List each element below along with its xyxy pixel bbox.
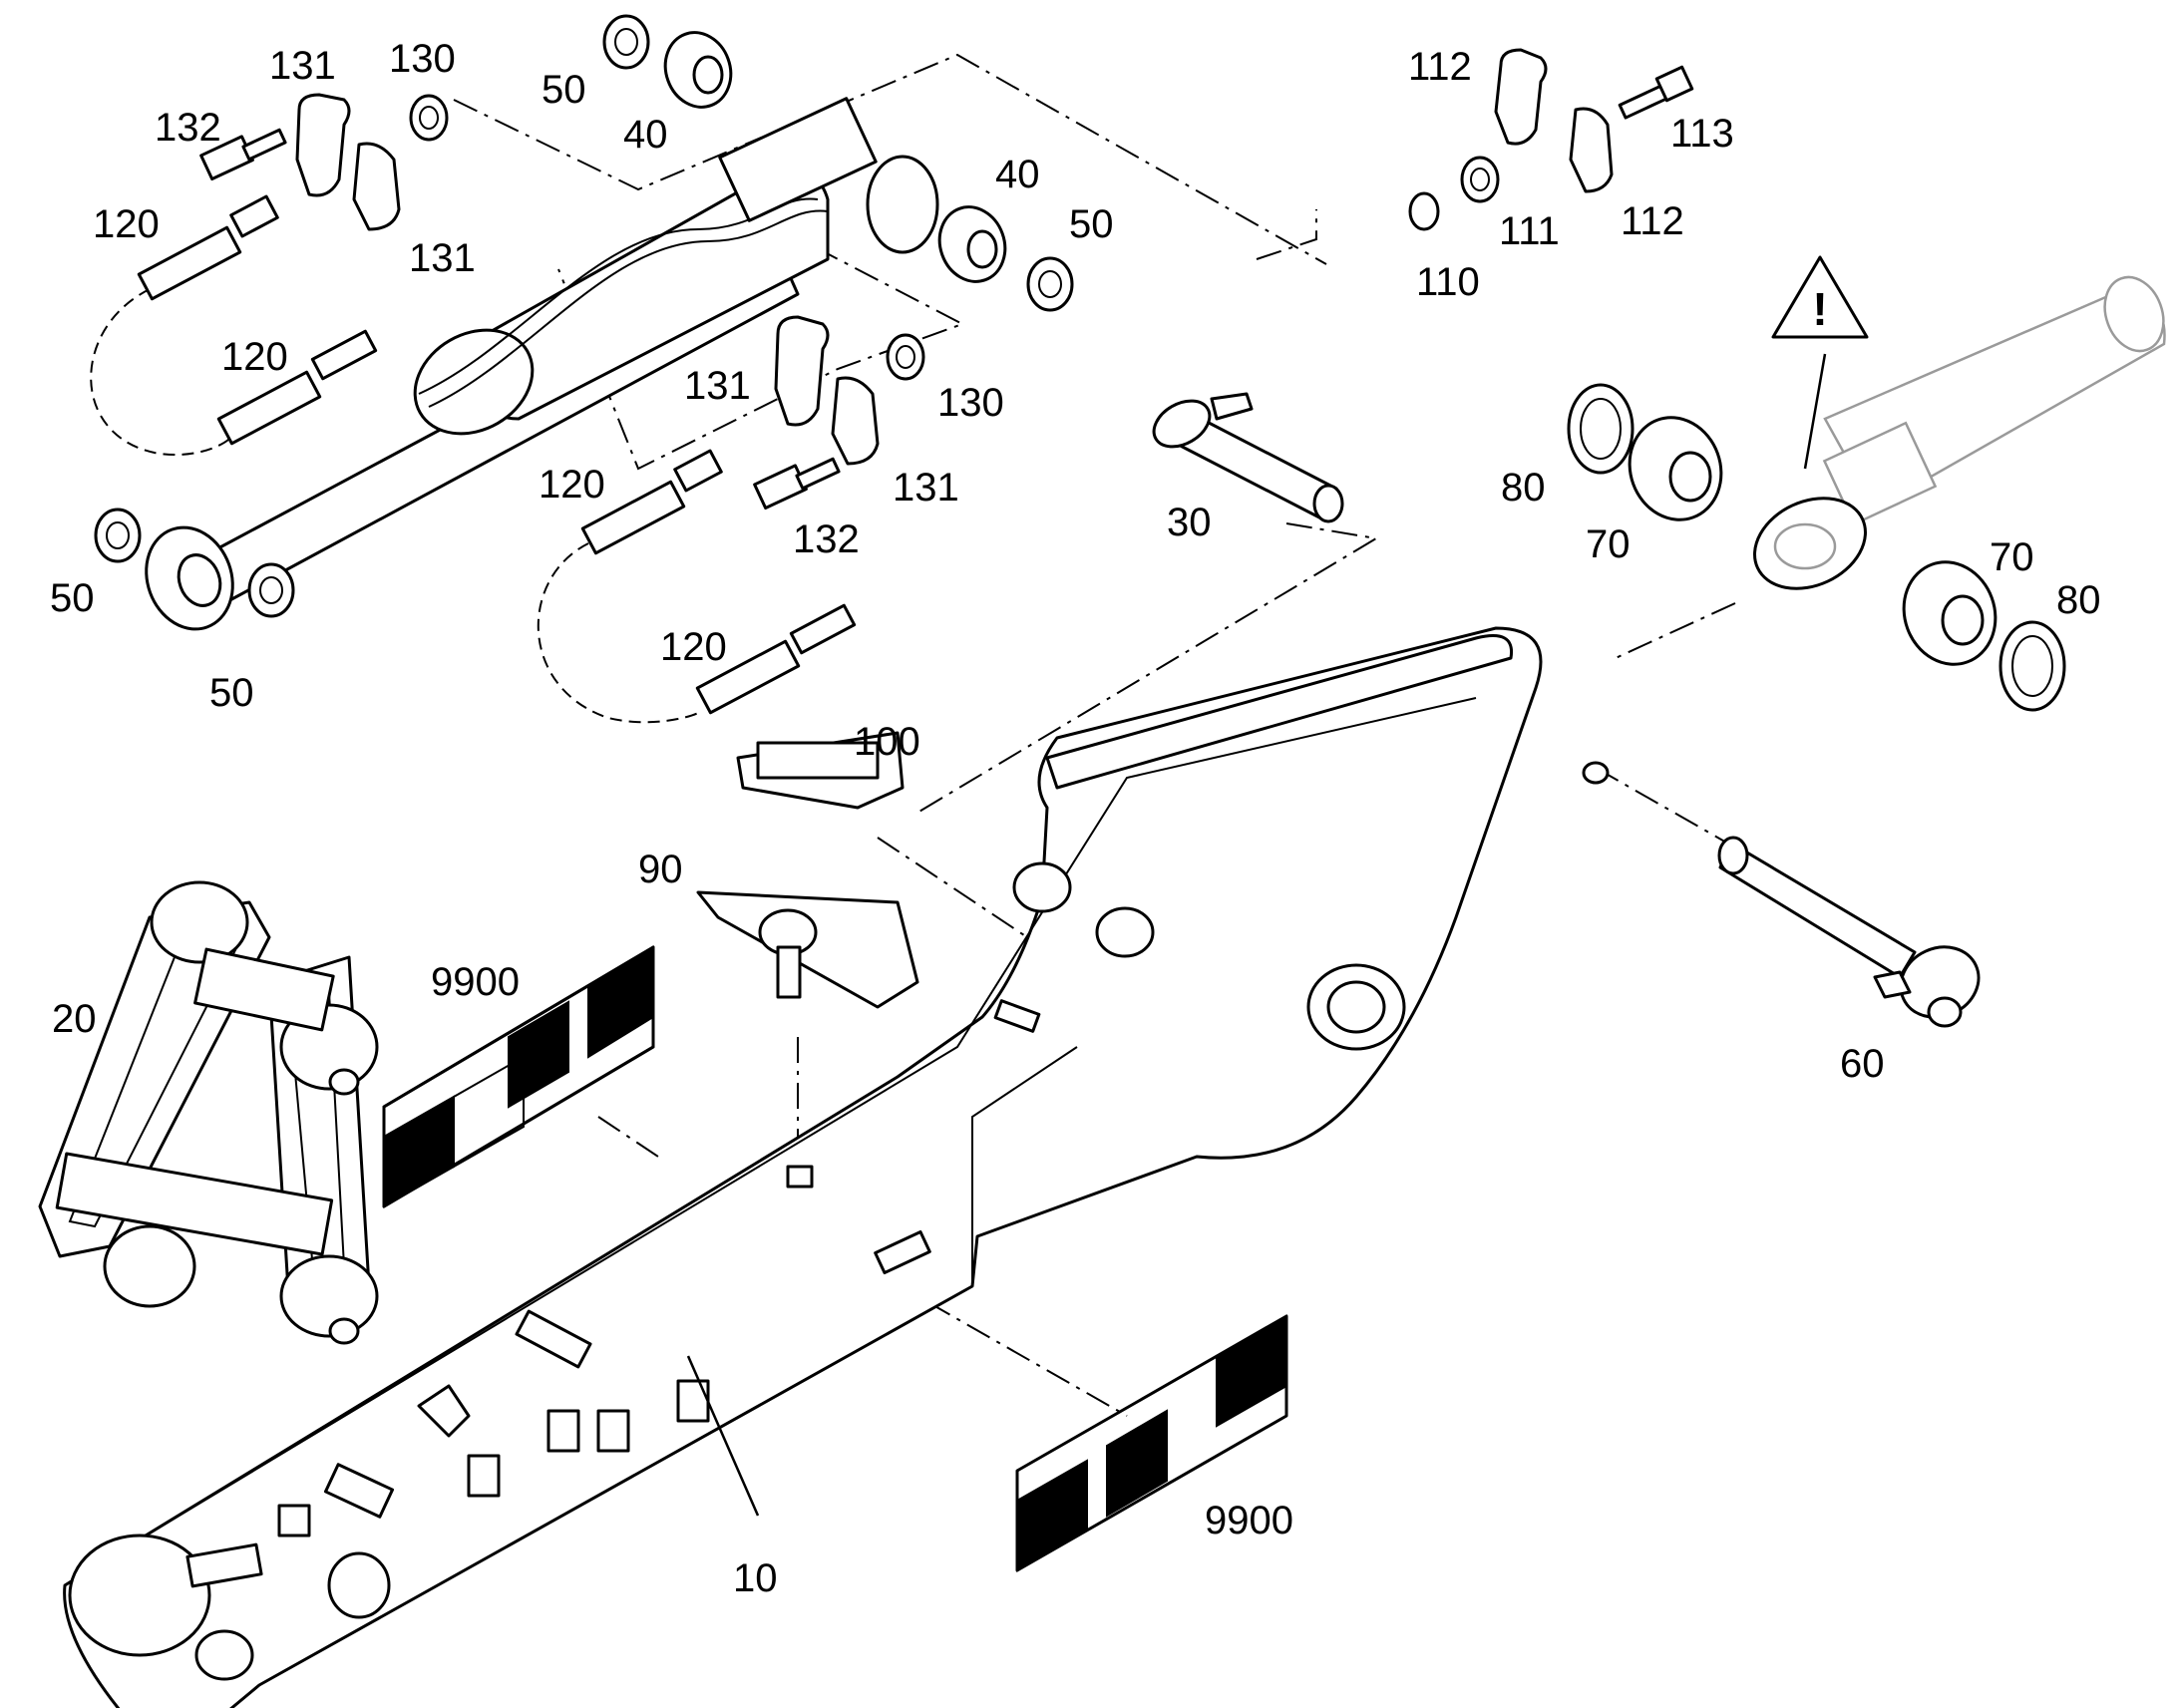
callout-9900a: 9900 (431, 960, 520, 1004)
hydraulic-cylinder-right (1753, 275, 2166, 590)
callout-120c: 120 (539, 463, 605, 507)
callout-111: 111 (1499, 209, 1560, 253)
callout-50a: 50 (542, 68, 586, 112)
callout-120d: 120 (660, 625, 727, 669)
callout-10: 10 (733, 1556, 778, 1600)
callout-131c: 131 (684, 364, 751, 408)
hose-fittings (137, 194, 857, 715)
callout-70a: 70 (1586, 522, 1631, 566)
callout-131d: 131 (893, 466, 959, 510)
clamp-halves (295, 48, 1614, 466)
callout-30: 30 (1167, 501, 1212, 544)
washers (94, 14, 2066, 712)
boom-part-10 (63, 626, 1610, 1708)
callout-40a: 40 (623, 113, 668, 157)
hydraulic-cylinder-left (145, 97, 939, 631)
pin-part-30 (1152, 392, 1344, 523)
warning-symbol: ! (1812, 283, 1827, 335)
callout-60: 60 (1840, 1042, 1885, 1086)
callout-131a: 131 (269, 44, 336, 88)
callout-labels: 10 20 30 40 40 50 50 50 50 60 70 70 80 8… (50, 37, 2101, 1600)
pin-part-60 (1717, 836, 1981, 1028)
callout-50c: 50 (50, 576, 95, 620)
clamp-assemblies (696, 731, 919, 1009)
callout-132a: 132 (155, 106, 221, 150)
callout-132b: 132 (793, 517, 860, 561)
warning-triangle-icon: ! (1771, 255, 1869, 339)
callout-50d: 50 (209, 671, 254, 715)
callout-80b: 80 (2056, 578, 2101, 622)
callout-80a: 80 (1501, 466, 1546, 510)
callout-9900b: 9900 (1205, 1499, 1293, 1542)
linkage-part-20 (38, 880, 379, 1345)
decal-9900-upper (382, 945, 655, 1208)
callout-90: 90 (638, 848, 683, 891)
callout-120a: 120 (93, 202, 160, 246)
callout-110: 110 (1416, 260, 1480, 304)
bushings (663, 31, 1998, 666)
callout-100: 100 (854, 720, 920, 764)
callout-40b: 40 (995, 153, 1040, 196)
callout-112a: 112 (1408, 45, 1472, 89)
callout-20: 20 (52, 997, 97, 1041)
hose-routing (90, 288, 699, 724)
callout-130b: 130 (937, 381, 1004, 425)
callout-113: 113 (1670, 112, 1734, 156)
screws (199, 65, 1694, 511)
callout-130a: 130 (389, 37, 456, 81)
callout-120b: 120 (221, 335, 288, 379)
callout-70b: 70 (1990, 535, 2034, 579)
callout-50b: 50 (1069, 202, 1114, 246)
callout-131b: 131 (409, 236, 476, 280)
callout-112b: 112 (1621, 199, 1684, 243)
decal-9900-lower (1015, 1314, 1288, 1572)
